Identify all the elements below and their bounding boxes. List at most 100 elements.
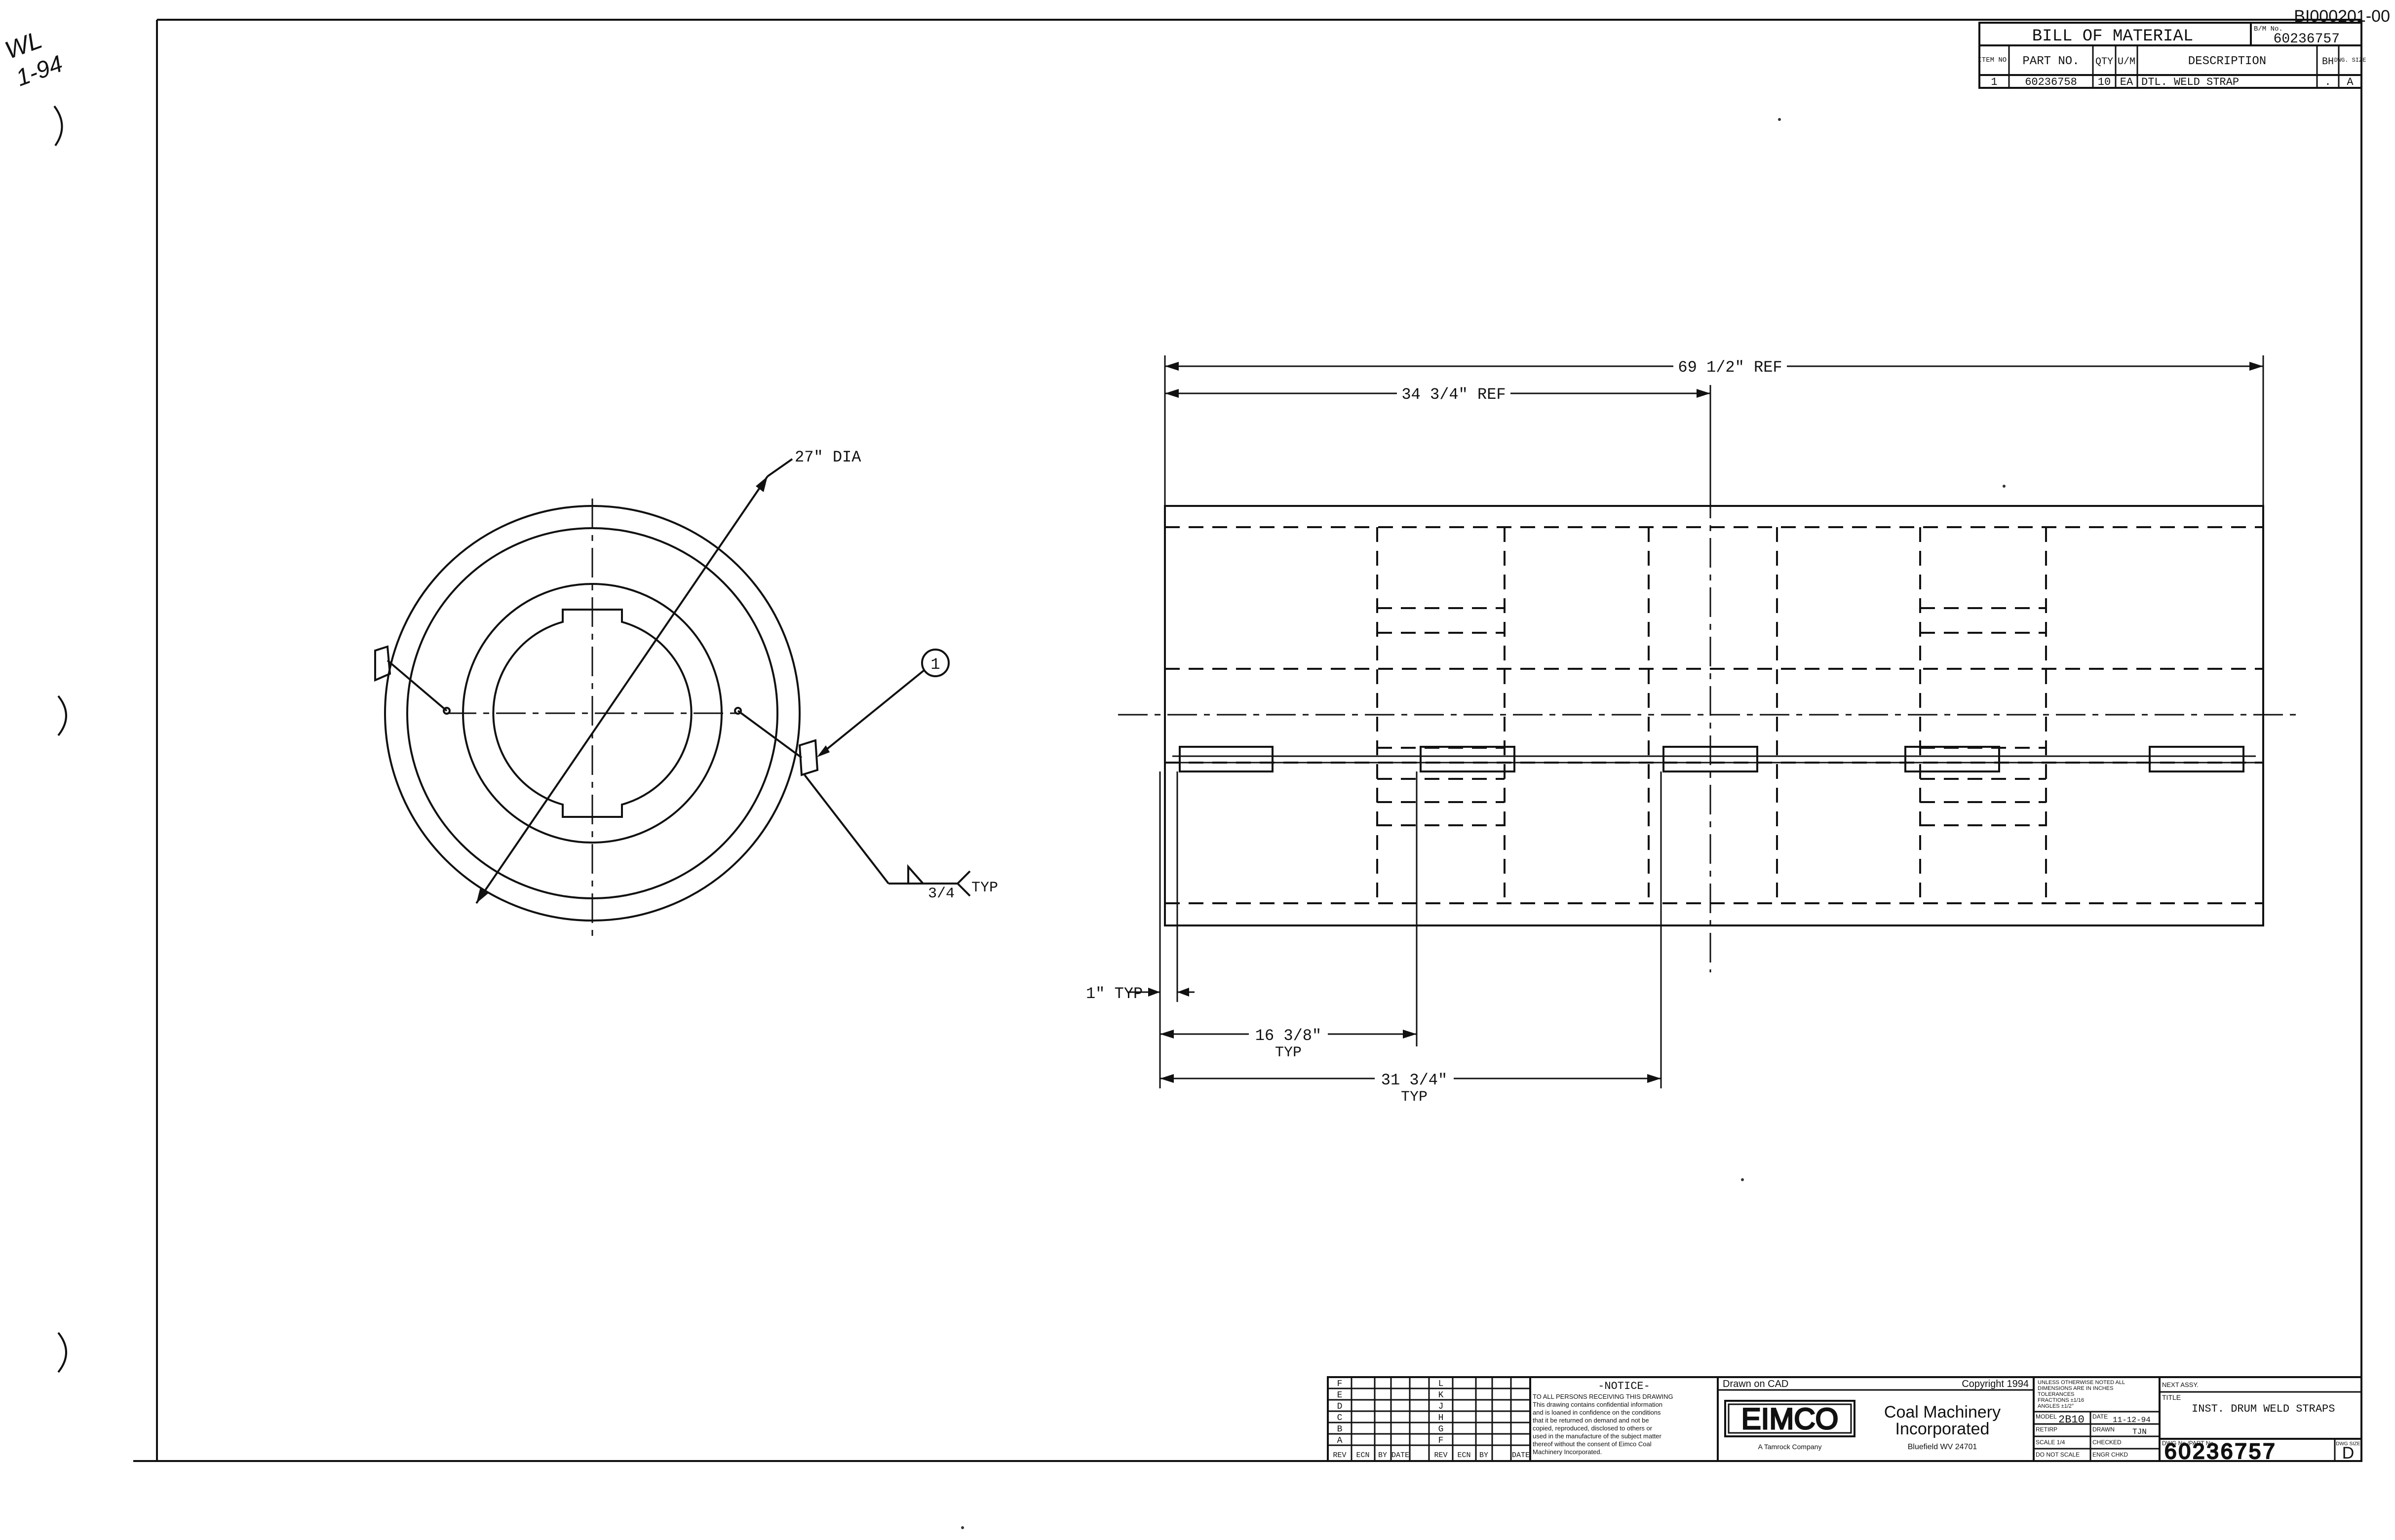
scan-speck bbox=[2003, 485, 2006, 488]
tolerance-note: UNLESS OTHERWISE NOTED ALL bbox=[2038, 1380, 2125, 1386]
rev-letter: C bbox=[1337, 1413, 1343, 1423]
title-block: F E D C B A L K J H G F REV ECN BY DATE … bbox=[1327, 1376, 2362, 1464]
notice-line: that it be returned on demand and not be bbox=[1533, 1417, 1649, 1424]
drawing-number: 60236757 bbox=[2164, 1439, 2277, 1463]
side-view: 69 1/2" REF 34 3/4" REF 1" TYP 16 3/8" T… bbox=[1086, 355, 2300, 1106]
rev-header: ECN bbox=[1457, 1451, 1470, 1460]
bom-col-bh: BH bbox=[2322, 56, 2334, 68]
rev-letter: K bbox=[1438, 1390, 1444, 1400]
scan-speck bbox=[1741, 1178, 1744, 1181]
bom-col-um: U/M bbox=[2118, 56, 2135, 68]
eimco-logo-text: EIMCO bbox=[1741, 1402, 1839, 1435]
rev-letter: A bbox=[1337, 1436, 1343, 1446]
rev-header: BY bbox=[1378, 1451, 1387, 1460]
copyright-notice: Copyright 1994 bbox=[1962, 1379, 2029, 1389]
weld-strap bbox=[1904, 746, 2000, 772]
tolerance-note: DIMENSIONS ARE IN INCHES bbox=[2038, 1386, 2113, 1391]
rev-header: REV bbox=[1333, 1451, 1346, 1460]
balloon-leader bbox=[818, 669, 925, 756]
overall-length-dimension: 69 1/2" REF bbox=[1678, 358, 1782, 377]
weld-strap-right bbox=[737, 710, 819, 776]
rev-header: DATE bbox=[1391, 1451, 1409, 1460]
notice-line: thereof without the consent of Eimco Coa… bbox=[1533, 1440, 1652, 1448]
title-label: TITLE bbox=[2162, 1393, 2181, 1401]
drawing-number-label: DWG No./PART No. bbox=[2162, 1440, 2215, 1447]
weld-point bbox=[443, 707, 451, 715]
drawn-value: TJN bbox=[2132, 1427, 2147, 1436]
bom-col-description: DESCRIPTION bbox=[2188, 55, 2266, 68]
bill-of-material: BILL OF MATERIAL B/M No. 60236757 ITEM N… bbox=[1977, 22, 2366, 89]
drawing-border bbox=[133, 19, 2362, 1462]
do-not-scale: DO NOT SCALE bbox=[2036, 1451, 2080, 1458]
end-view: 27" DIA 1 3/4 TYP bbox=[374, 448, 998, 943]
balloon-arrow bbox=[817, 745, 830, 757]
rev-letter: D bbox=[1337, 1402, 1343, 1412]
bom-col-qty: QTY bbox=[2095, 56, 2113, 68]
bom-col-part-no: PART NO. bbox=[2022, 55, 2079, 68]
bom-row-um: EA bbox=[2120, 76, 2133, 88]
weld-strap bbox=[1662, 746, 1758, 772]
drawn-label: DRAWN bbox=[2092, 1426, 2115, 1433]
weld-strap bbox=[1179, 746, 1274, 772]
company-name-line1: Coal Machinery bbox=[1884, 1403, 2001, 1422]
model-label: MODEL bbox=[2036, 1413, 2057, 1420]
scan-speck bbox=[1778, 118, 1781, 121]
tolerance-note: FRACTIONS ±1/16 bbox=[2038, 1397, 2084, 1403]
rev-letter: G bbox=[1438, 1424, 1444, 1434]
drawing-size-label: DWG SIZE bbox=[2336, 1441, 2360, 1447]
weld-strap-left bbox=[374, 645, 448, 712]
notice-line: and is loaned in confidence on the condi… bbox=[1533, 1409, 1661, 1416]
weld-symbol-leader bbox=[804, 774, 889, 885]
bom-number-label: B/M No. bbox=[2254, 25, 2283, 33]
edge-dimension: 1" TYP bbox=[1086, 985, 1143, 1003]
weld-size: 3/4 bbox=[928, 886, 955, 902]
notice-line: This drawing contains confidential infor… bbox=[1533, 1401, 1662, 1408]
weld-point bbox=[734, 707, 742, 715]
company-address: Bluefield WV 24701 bbox=[1908, 1443, 1977, 1451]
bom-number: 60236757 bbox=[2274, 32, 2340, 47]
rev-letter: F bbox=[1337, 1379, 1343, 1389]
tolerance-note: ANGLES ±1/2° bbox=[2038, 1403, 2074, 1409]
scale-label: SCALE 1/4 bbox=[2036, 1439, 2065, 1446]
bom-col-item: ITEM NO. bbox=[1977, 56, 2010, 64]
checked-label: CHECKED bbox=[2092, 1439, 2122, 1446]
notice-title: -NOTICE- bbox=[1598, 1380, 1650, 1392]
engr-checked-label: ENGR CHKD bbox=[2092, 1451, 2128, 1458]
rev-header: ECN bbox=[1356, 1451, 1369, 1460]
scan-speck bbox=[961, 1526, 964, 1529]
half-length-dimension: 34 3/4" REF bbox=[1401, 385, 1506, 404]
rev-letter: B bbox=[1337, 1424, 1343, 1434]
diameter-label: 27" DIA bbox=[795, 448, 861, 466]
strap-spacing-dimension: 16 3/8" bbox=[1255, 1027, 1321, 1045]
bom-row-item: 1 bbox=[1991, 76, 1997, 88]
rev-header: DATE bbox=[1512, 1451, 1530, 1460]
drawing-size: D bbox=[2342, 1444, 2355, 1463]
item-balloon bbox=[921, 649, 950, 677]
dimension-arrow bbox=[756, 476, 768, 492]
margin-mark bbox=[57, 1332, 67, 1373]
next-assembly-label: NEXT ASSY. bbox=[2162, 1381, 2199, 1388]
bom-row-qty: 10 bbox=[2098, 76, 2111, 88]
model-value: 2B10 bbox=[2058, 1414, 2085, 1426]
diameter-dimension-line bbox=[475, 475, 769, 904]
weld-strap bbox=[2149, 746, 2244, 772]
weld-tail bbox=[957, 870, 971, 897]
bom-row-size: A bbox=[2347, 76, 2354, 88]
revision-table: F E D C B A L K J H G F REV ECN BY DATE … bbox=[1328, 1377, 1531, 1461]
drawn-on-cad: Drawn on CAD bbox=[1723, 1379, 1788, 1389]
date-value: 11-12-94 bbox=[2113, 1416, 2151, 1424]
bom-col-size: DWG. SIZE bbox=[2334, 57, 2366, 64]
strap-pitch-dimension: 31 3/4" bbox=[1381, 1071, 1447, 1089]
notice-line: used in the manufacture of the subject m… bbox=[1533, 1432, 1662, 1440]
margin-mark bbox=[53, 105, 63, 147]
fillet-weld-symbol bbox=[907, 864, 924, 885]
weld-typ-note: TYP bbox=[971, 880, 998, 896]
rev-letter: L bbox=[1438, 1379, 1444, 1389]
strap-spacing-typ: TYP bbox=[1275, 1044, 1302, 1061]
date-label: DATE bbox=[2092, 1413, 2108, 1420]
bom-row-description: DTL. WELD STRAP bbox=[2141, 76, 2239, 88]
tolerance-note: TOLERANCES bbox=[2038, 1391, 2074, 1397]
notice-line: copied, reproduced, disclosed to others … bbox=[1533, 1424, 1653, 1432]
notice-line: TO ALL PERSONS RECEIVING THIS DRAWING bbox=[1533, 1393, 1673, 1400]
